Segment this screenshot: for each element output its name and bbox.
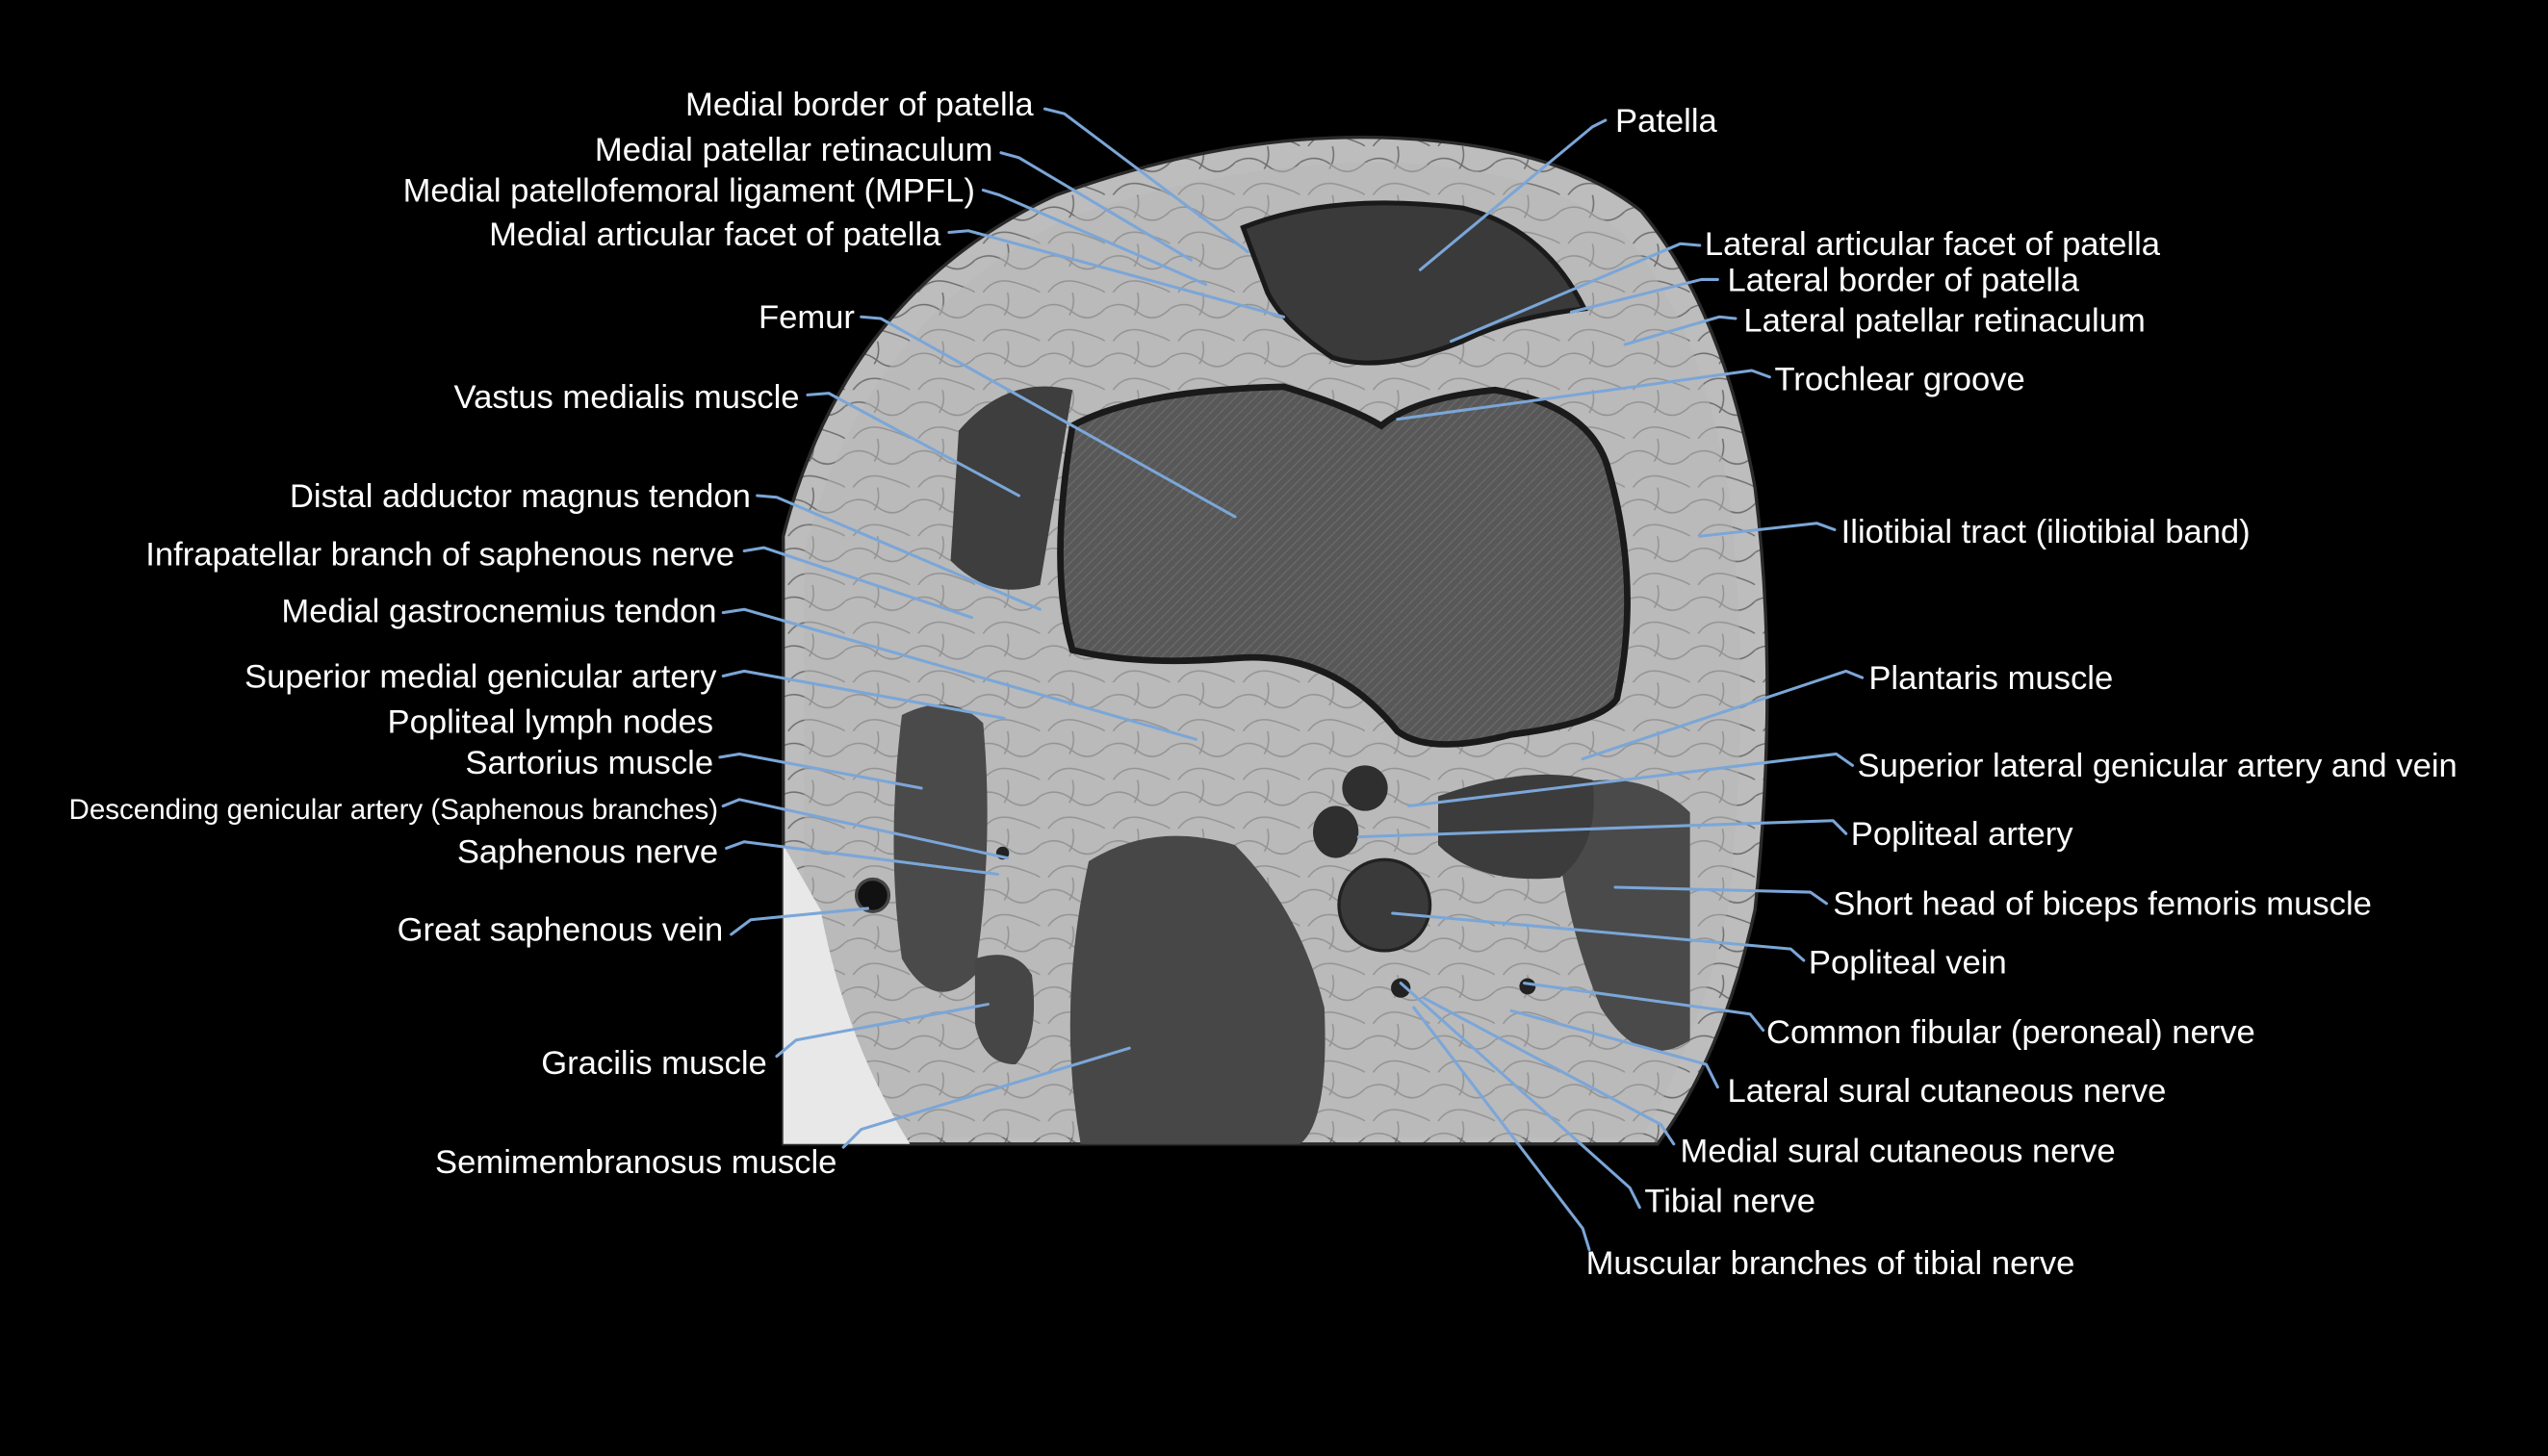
- label-femur: Femur: [759, 299, 855, 336]
- label-popliteal-vein: Popliteal vein: [1809, 944, 2007, 981]
- label-great-saphenous-vein: Great saphenous vein: [398, 912, 724, 949]
- label-superior-lateral-genicular: Superior lateral genicular artery and ve…: [1858, 748, 2458, 784]
- leader-great-saphenous-vein: [730, 907, 869, 936]
- leader-superior-medial-genicular: [721, 669, 1006, 720]
- leader-medial-articular-facet: [947, 229, 1286, 319]
- leader-lateral-patellar-retinaculum: [1623, 315, 1737, 346]
- leader-lateral-articular-facet: [1449, 242, 1702, 344]
- label-plantaris: Plantaris muscle: [1868, 660, 2113, 697]
- leader-femur: [860, 315, 1237, 519]
- label-tibial-nerve: Tibial nerve: [1644, 1184, 1815, 1220]
- label-lateral-patellar-retinaculum: Lateral patellar retinaculum: [1743, 302, 2145, 339]
- leader-mpfl: [981, 189, 1208, 287]
- label-popliteal-lymph-nodes: Popliteal lymph nodes: [388, 704, 714, 741]
- label-medial-sural-cutaneous: Medial sural cutaneous nerve: [1681, 1133, 2116, 1169]
- leader-gracilis: [775, 1003, 990, 1059]
- label-saphenous-nerve: Saphenous nerve: [457, 834, 718, 871]
- leader-popliteal-artery: [1356, 819, 1848, 839]
- leader-common-fibular-nerve: [1522, 982, 1765, 1033]
- leader-semimembranosus: [841, 1046, 1131, 1149]
- leader-medial-sural-cutaneous: [1422, 996, 1676, 1146]
- leader-descending-genicular: [721, 798, 1010, 860]
- leader-sartorius: [718, 752, 923, 790]
- label-semimembranosus: Semimembranosus muscle: [435, 1144, 836, 1181]
- label-sartorius: Sartorius muscle: [465, 745, 713, 781]
- leader-medial-gastrocnemius-tendon: [721, 607, 1197, 741]
- label-trochlear-groove: Trochlear groove: [1774, 361, 2024, 397]
- label-medial-patellar-retinaculum: Medial patellar retinaculum: [595, 132, 993, 168]
- leader-patella: [1418, 118, 1608, 271]
- left-labels: Medial border of patella Medial patellar…: [69, 87, 1035, 1181]
- leader-lateral-border-of-patella: [1569, 277, 1719, 314]
- leader-muscular-branches-tibial: [1412, 1006, 1591, 1252]
- label-lateral-border-of-patella: Lateral border of patella: [1727, 262, 2079, 298]
- leader-medial-border-of-patella: [1042, 107, 1250, 254]
- mri-image: [781, 135, 1769, 1146]
- label-medial-border-of-patella: Medial border of patella: [685, 87, 1034, 123]
- label-medial-gastrocnemius-tendon: Medial gastrocnemius tendon: [281, 594, 716, 630]
- leader-vastus-medialis: [806, 392, 1020, 498]
- leader-plantaris: [1581, 669, 1865, 761]
- label-lateral-sural-cutaneous: Lateral sural cutaneous nerve: [1727, 1073, 2166, 1110]
- leader-lateral-sural-cutaneous: [1509, 1009, 1719, 1089]
- label-short-head-biceps: Short head of biceps femoris muscle: [1833, 886, 2372, 923]
- leader-tibial-nerve: [1399, 982, 1641, 1210]
- leader-saphenous-nerve: [725, 840, 1000, 876]
- label-iliotibial-tract: Iliotibial tract (iliotibial band): [1841, 514, 2251, 550]
- leader-lines: [718, 107, 1865, 1252]
- label-superior-medial-genicular: Superior medial genicular artery: [245, 658, 717, 695]
- label-lateral-articular-facet: Lateral articular facet of patella: [1705, 226, 2161, 263]
- leader-superior-lateral-genicular: [1407, 752, 1854, 808]
- leader-short-head-biceps: [1613, 885, 1828, 906]
- label-vastus-medialis: Vastus medialis muscle: [454, 379, 800, 416]
- label-muscular-branches-tibial: Muscular branches of tibial nerve: [1586, 1245, 2075, 1282]
- right-labels: Patella Lateral articular facet of patel…: [1586, 103, 2458, 1282]
- label-infrapatellar-branch: Infrapatellar branch of saphenous nerve: [145, 537, 734, 574]
- leader-distal-adductor-magnus: [756, 494, 1042, 611]
- label-gracilis: Gracilis muscle: [541, 1045, 767, 1082]
- label-common-fibular-nerve: Common fibular (peroneal) nerve: [1766, 1014, 2255, 1051]
- leader-trochlear-groove: [1396, 369, 1771, 421]
- label-mpfl: Medial patellofemoral ligament (MPFL): [403, 172, 975, 209]
- leader-popliteal-vein: [1391, 911, 1806, 962]
- leader-iliotibial-tract: [1698, 522, 1837, 538]
- label-medial-articular-facet: Medial articular facet of patella: [489, 217, 941, 253]
- leader-medial-patellar-retinaculum: [999, 151, 1193, 262]
- label-descending-genicular: Descending genicular artery (Saphenous b…: [69, 794, 719, 826]
- leader-infrapatellar-branch: [742, 546, 974, 620]
- label-distal-adductor-magnus: Distal adductor magnus tendon: [290, 478, 751, 515]
- label-patella: Patella: [1615, 103, 1718, 140]
- label-popliteal-artery: Popliteal artery: [1851, 816, 2074, 853]
